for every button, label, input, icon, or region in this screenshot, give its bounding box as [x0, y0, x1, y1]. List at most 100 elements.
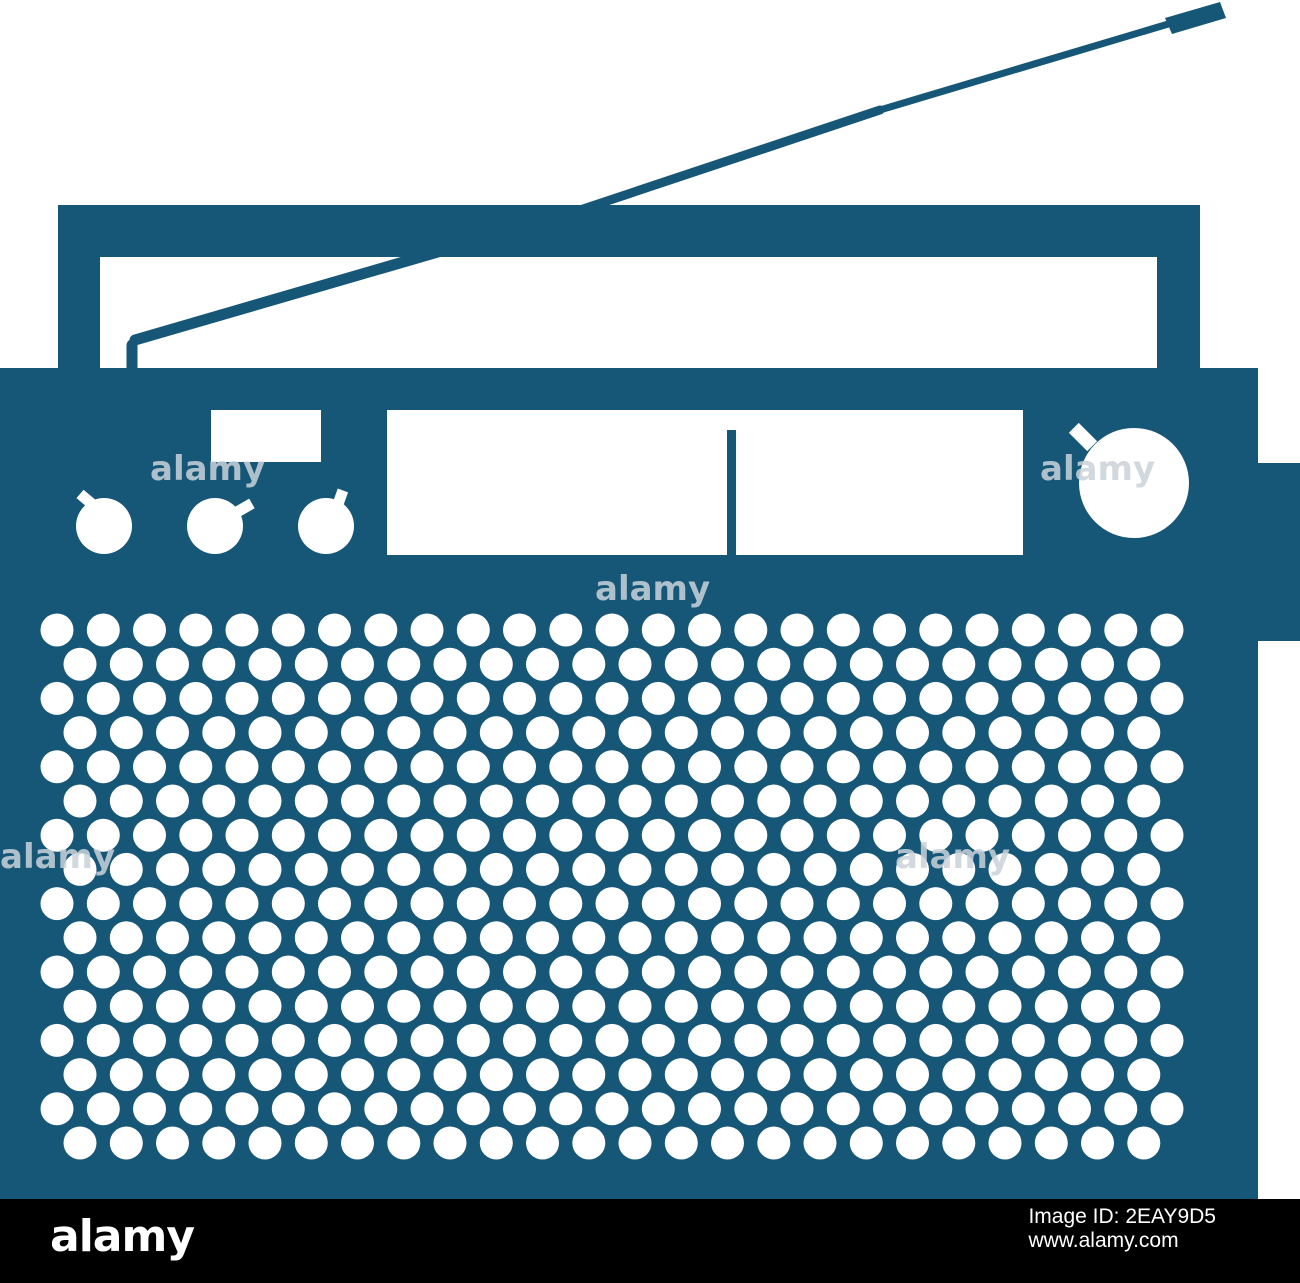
grille-hole — [271, 887, 305, 921]
grille-hole — [572, 989, 606, 1023]
grille-hole — [688, 887, 721, 921]
grille-hole — [803, 1058, 837, 1092]
grille-hole — [919, 818, 953, 852]
grille-hole — [225, 1023, 259, 1057]
grille-hole — [688, 955, 721, 989]
grille-hole — [387, 852, 421, 886]
radio-illustration: alamy alamy alamy alamy alamy — [0, 2, 1300, 1199]
grille-hole — [549, 887, 583, 921]
grille-hole — [849, 716, 883, 750]
grille-hole — [456, 818, 490, 852]
grille-hole — [618, 989, 652, 1023]
grille-hole — [109, 1058, 143, 1092]
grille-hole — [225, 955, 259, 989]
grille-hole — [919, 681, 953, 715]
grille-hole — [595, 750, 629, 784]
carry-handle — [58, 205, 1200, 375]
grille-hole — [318, 613, 351, 647]
stock-bar: alamy Image ID: 2EAY9D5 www.alamy.com — [0, 1199, 1300, 1283]
grille-hole — [133, 1092, 166, 1126]
grille-hole — [826, 750, 860, 784]
grille-hole — [896, 989, 929, 1023]
grille-hole — [826, 1092, 860, 1126]
grille-hole — [1150, 750, 1184, 784]
grille-hole — [503, 887, 536, 921]
grille-hole — [549, 613, 583, 647]
grille-hole — [873, 1092, 906, 1126]
grille-hole — [341, 716, 374, 750]
grille-hole — [849, 852, 883, 886]
speaker-grille — [40, 613, 1184, 1160]
grille-hole — [40, 955, 74, 989]
grille-hole — [757, 921, 791, 955]
grille-hole — [873, 887, 906, 921]
grille-hole — [86, 887, 120, 921]
grille-hole — [410, 818, 444, 852]
grille-hole — [988, 1058, 1022, 1092]
grille-hole — [248, 716, 282, 750]
grille-hole — [965, 750, 999, 784]
grille-hole — [1104, 818, 1138, 852]
grille-hole — [133, 887, 166, 921]
grille-hole — [1104, 1092, 1138, 1126]
grille-hole — [1127, 647, 1161, 681]
grille-hole — [641, 613, 675, 647]
grille-hole — [734, 681, 768, 715]
grille-hole — [109, 647, 143, 681]
grille-hole — [202, 716, 236, 750]
watermark-group: alamy alamy alamy alamy alamy — [0, 449, 1155, 877]
grille-hole — [1011, 1092, 1045, 1126]
grille-hole — [133, 750, 166, 784]
grille-hole — [387, 716, 421, 750]
grille-hole — [641, 681, 675, 715]
grille-hole — [225, 613, 259, 647]
grille-hole — [757, 647, 791, 681]
grille-hole — [757, 784, 791, 818]
grille-hole — [1081, 921, 1114, 955]
grille-hole — [156, 921, 189, 955]
grille-hole — [919, 1023, 953, 1057]
grille-hole — [711, 1058, 744, 1092]
grille-hole — [526, 647, 559, 681]
grille-hole — [456, 750, 490, 784]
grille-hole — [711, 716, 744, 750]
grille-hole — [1127, 1126, 1161, 1160]
grille-hole — [248, 852, 282, 886]
grille-hole — [664, 1126, 698, 1160]
grille-hole — [826, 955, 860, 989]
grille-hole — [849, 784, 883, 818]
grille-hole — [1058, 1092, 1091, 1126]
grille-hole — [942, 1126, 976, 1160]
grille-hole — [688, 613, 721, 647]
grille-hole — [1011, 750, 1045, 784]
grille-hole — [896, 1058, 929, 1092]
grille-hole — [803, 852, 837, 886]
grille-hole — [1011, 818, 1045, 852]
grille-hole — [133, 1023, 166, 1057]
grille-hole — [63, 784, 97, 818]
grille-hole — [40, 887, 74, 921]
antenna-icon — [126, 2, 1226, 386]
grille-hole — [734, 1023, 768, 1057]
grille-hole — [364, 1092, 398, 1126]
grille-hole — [618, 716, 652, 750]
grille-hole — [479, 989, 513, 1023]
grille-hole — [479, 1126, 513, 1160]
grille-hole — [1104, 1023, 1138, 1057]
grille-hole — [1150, 613, 1184, 647]
watermark: alamy — [0, 837, 115, 877]
grille-hole — [780, 750, 814, 784]
grille-hole — [133, 818, 166, 852]
grille-hole — [757, 852, 791, 886]
grille-hole — [341, 1058, 374, 1092]
grille-hole — [86, 818, 120, 852]
grille-hole — [526, 784, 559, 818]
grille-hole — [294, 784, 328, 818]
grille-hole — [364, 955, 398, 989]
grille-hole — [780, 613, 814, 647]
grille-hole — [942, 716, 976, 750]
grille-hole — [202, 1058, 236, 1092]
grille-hole — [294, 921, 328, 955]
grille-hole — [271, 613, 305, 647]
grille-hole — [919, 750, 953, 784]
